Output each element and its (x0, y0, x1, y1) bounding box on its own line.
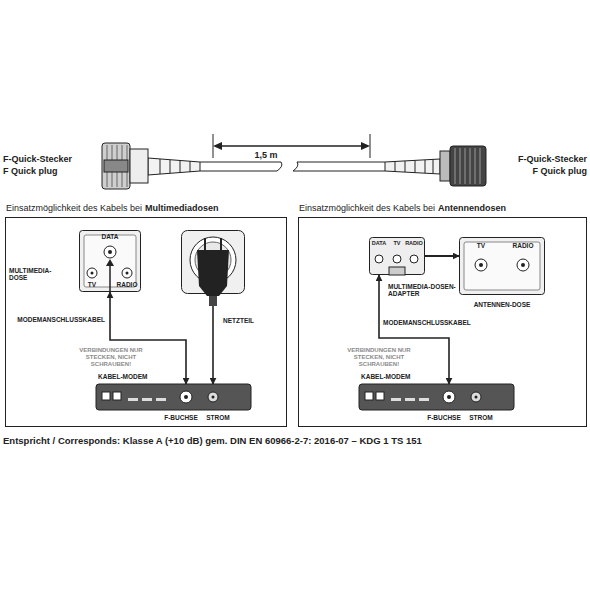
node-label: F-BUCHSE (161, 414, 201, 421)
node-outline (181, 230, 245, 294)
cable-illustration (0, 0, 590, 200)
node-label: MULTIMEDIA-DOSE (9, 267, 64, 282)
cable-modem: KABEL-MODEMF-BUCHSESTROM (96, 384, 251, 410)
node-label: ANTENNEN-DOSE (472, 301, 532, 308)
f-quick-plug-right (440, 146, 486, 186)
plug-label: F-Quick-Stecker (487, 154, 587, 164)
antenna-socket: TVRADIOANTENNEN-DOSE (459, 237, 545, 295)
node-label: KABEL-MODEM (98, 373, 168, 380)
node-label: RADIO (510, 242, 536, 249)
f-quick-plug-left (102, 143, 148, 189)
node-label: TV (84, 281, 100, 288)
dimension: 1,5 m (242, 150, 290, 160)
multimedia-dose: DATATVRADIOMULTIMEDIA-DOSE (79, 230, 141, 292)
node-label: DATA (95, 233, 125, 240)
power-supply: NETZTEIL (181, 230, 245, 294)
node-label: TV (392, 240, 402, 246)
cable-connector (212, 294, 214, 384)
standard-note: Entspricht / Corresponds: Klasse A (+10 … (3, 436, 588, 447)
node-label: MULTIMEDIA-DOSEN-ADAPTER (388, 283, 460, 298)
panel-heading: Einsatzmöglichkeit des Kabels bei (299, 203, 435, 213)
node-outline (359, 384, 514, 410)
note: VERBINDUNGEN NUR STECKEN, NICHT SCHRAUBE… (76, 347, 146, 368)
node-outline (96, 384, 251, 410)
node-label: RADIO (114, 281, 140, 288)
plug-label: F-Quick-Stecker (3, 154, 98, 164)
node-label: RADIO (404, 240, 425, 246)
node-label: TV (473, 242, 489, 249)
plug-label: F Quick plug (3, 166, 98, 176)
cable (148, 158, 440, 175)
node-label: KABEL-MODEM (361, 373, 431, 380)
cable-label: MODEMANSCHLUSSKABEL (383, 319, 473, 326)
panel-heading: Einsatzmöglichkeit des Kabels bei (6, 203, 142, 213)
node-label: STROM (204, 414, 232, 421)
node-label: DATA (370, 240, 388, 246)
cable-label: MODEMANSCHLUSSKABEL (14, 316, 105, 323)
cable-connector (425, 255, 459, 257)
cable-connector (110, 292, 186, 384)
node-label: Antennendosen (438, 203, 506, 213)
dimension-line (213, 134, 370, 158)
plug-label: F Quick plug (487, 166, 587, 176)
multimedia-adapter: DATATVRADIOMULTIMEDIA-DOSEN-ADAPTER (369, 237, 425, 275)
node-label: Multimediadosen (145, 203, 219, 213)
note: VERBINDUNGEN NUR STECKEN, NICHT SCHRAUBE… (346, 347, 412, 368)
node-label: STROM (467, 414, 495, 421)
cable-modem: KABEL-MODEMF-BUCHSESTROM (359, 384, 514, 410)
node-label: F-BUCHSE (424, 414, 464, 421)
node-label: NETZTEIL (223, 317, 268, 324)
